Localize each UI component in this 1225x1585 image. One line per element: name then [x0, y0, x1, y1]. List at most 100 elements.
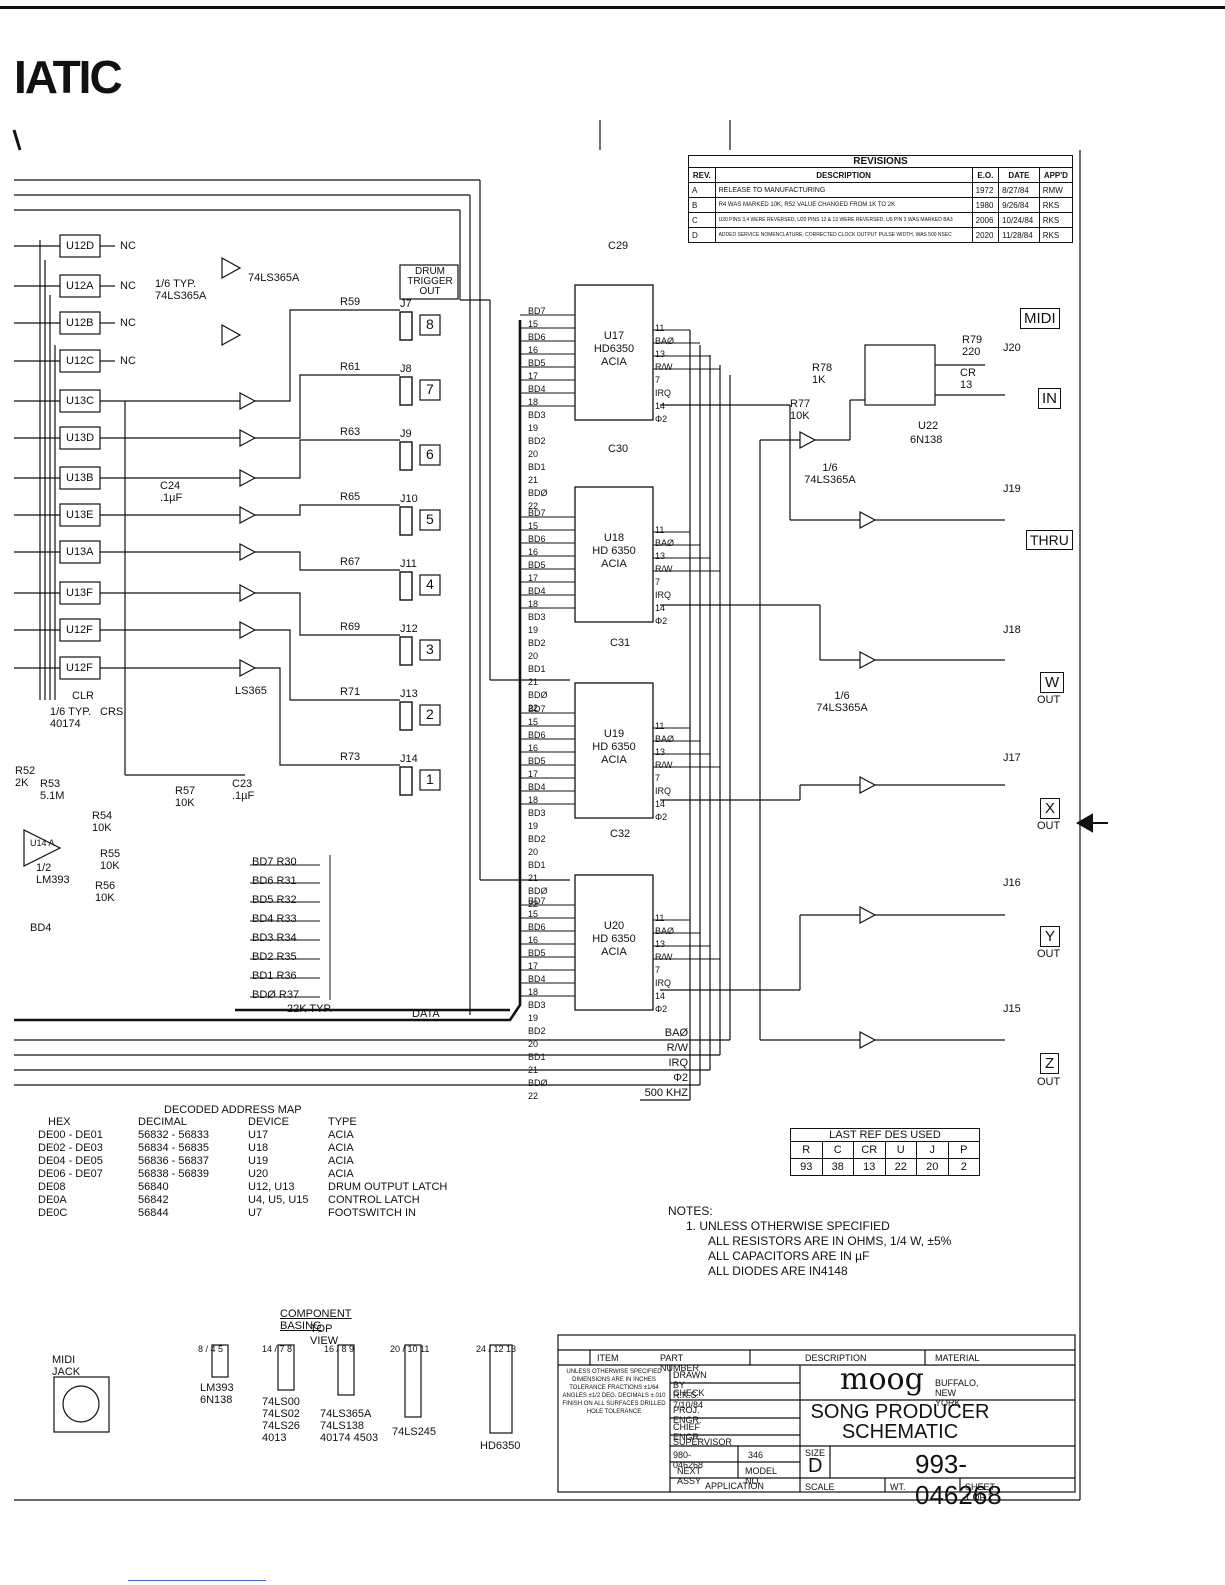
tb-application: APPLICATION	[705, 1481, 764, 1491]
midi-in-sub: IN	[1038, 388, 1061, 409]
resistor-label: R61	[340, 361, 361, 373]
pin-label: BD5 17	[528, 358, 546, 381]
jack-ref: J9	[400, 428, 412, 440]
opto-part: 6N138	[910, 434, 943, 446]
gate-label: U13A	[66, 546, 94, 558]
table-row: A RELEASE TO MANUFACTURING 1972 8/27/84 …	[688, 182, 1074, 198]
pin-label: BD1 21	[528, 860, 546, 883]
tb-model-no: MODEL NO.	[745, 1466, 777, 1486]
gate-nc: NC	[120, 280, 136, 292]
resistor-label: R71	[340, 686, 361, 698]
tb-location: BUFFALO, NEW YORK	[935, 1378, 979, 1408]
bus-resistor: BD1 R36	[252, 970, 297, 982]
pin-label: 11 BAØ	[655, 913, 675, 936]
arrow-icon	[1075, 813, 1108, 833]
ref-value: 2	[947, 1158, 980, 1176]
table-cell: 56840	[138, 1181, 169, 1193]
midi-in-box: MIDI	[1020, 308, 1060, 329]
jack-number: 1	[426, 771, 434, 787]
jack-number: 3	[426, 641, 434, 657]
date-cell: 8/27/84	[998, 182, 1040, 198]
u21-label: 1/6 74LS365A	[816, 690, 868, 714]
date-cell: 9/26/84	[998, 197, 1040, 213]
data-bus-note: 22K TYP.	[287, 1003, 333, 1015]
basing-pins: 14 / 7 8	[262, 1344, 293, 1354]
basing-title: COMPONENT BASING	[280, 1308, 352, 1332]
r77-label: R77 10K	[790, 398, 811, 422]
r57-label: R57 10K	[175, 785, 196, 809]
tb-item: ITEM	[597, 1353, 619, 1363]
table-cell: U12, U13	[248, 1181, 295, 1193]
pin-label: BD2 20	[528, 638, 546, 661]
acia-part: HD 6350	[592, 933, 636, 945]
basing-parts: 74LS365A 74LS138 40174 4503	[320, 1408, 379, 1444]
pin-label: 13 R/W	[655, 349, 673, 372]
revisions-title: REVISIONS	[688, 155, 1073, 167]
table-row: C U20 PINS 3,4 WERE REVERSED, U20 PINS 1…	[688, 212, 1074, 228]
ref-header: R	[790, 1141, 823, 1159]
table-cell: U17	[248, 1129, 269, 1141]
jack-ref: J16	[1003, 877, 1021, 889]
jack-number: 2	[426, 706, 434, 722]
jack-ref: J7	[400, 298, 412, 310]
pin-label: BDØ 22	[528, 886, 548, 909]
acia-type: ACIA	[601, 356, 627, 368]
gate-nc: NC	[120, 240, 136, 252]
table-cell: CONTROL LATCH	[328, 1194, 420, 1206]
basing-pins: 20 / 10 11	[390, 1344, 430, 1354]
r78-label: R78 1K	[812, 362, 833, 386]
acia-cap: C29	[608, 240, 629, 252]
acia-type: ACIA	[601, 946, 627, 958]
pin-label: BD6 16	[528, 922, 546, 945]
notes-title: NOTES:	[668, 1204, 713, 1218]
table-row: D ADDED SERVICE NOMENCLATURE, CORRECTED …	[688, 227, 1074, 243]
revisions-block: REVISIONS REV. DESCRIPTION E.O. DATE APP…	[688, 155, 1074, 243]
acia-type: ACIA	[601, 558, 627, 570]
acia-ref: U20	[603, 920, 625, 932]
pin-label: BD3 19	[528, 808, 546, 831]
tb-size-label: SIZE	[805, 1448, 826, 1458]
tb-title-line: SCHEMATIC	[841, 1421, 959, 1443]
moog-logo: moog	[840, 1362, 924, 1397]
note-line: ALL DIODES ARE IN4148	[708, 1264, 848, 1278]
page-title: IATIC	[14, 51, 123, 103]
table-cell: 56836 - 56837	[138, 1155, 209, 1167]
ref-value: 38	[821, 1158, 854, 1176]
u14-label: 1/2 LM393	[36, 862, 70, 886]
desc-cell: R4 WAS MARKED 10K, R52 VALUE CHANGED FRO…	[714, 197, 973, 213]
jack-ref: J18	[1003, 624, 1021, 636]
jack-number: 5	[426, 511, 434, 527]
pin-label: 13 R/W	[655, 747, 673, 770]
revisions-table: REV. DESCRIPTION E.O. DATE APP'D A RELEA…	[688, 167, 1074, 243]
ref-header: J	[916, 1141, 949, 1159]
out-w-box: W	[1040, 672, 1065, 693]
eo-cell: 1980	[971, 197, 1000, 213]
rev-cell: A	[688, 182, 716, 198]
pin-label: BD5 17	[528, 560, 546, 583]
out-label: OUT	[1037, 948, 1061, 960]
pin-label: BD5 17	[528, 756, 546, 779]
u21-label: 1/6 74LS365A	[804, 462, 856, 486]
tb-sheet: SHEET 1 OF 1	[965, 1482, 995, 1502]
pin-label: 11 BAØ	[655, 525, 675, 548]
desc-cell: RELEASE TO MANUFACTURING	[714, 182, 973, 198]
resistor-label: R69	[340, 621, 361, 633]
desc-cell: U20 PINS 3,4 WERE REVERSED, U20 PINS 12 …	[714, 212, 973, 228]
jack-ref: J19	[1003, 483, 1021, 495]
pin-label: BD7 15	[528, 508, 546, 531]
app-cell: RKS	[1038, 197, 1074, 213]
bus-resistor: BD2 R35	[252, 951, 297, 963]
notes-block: NOTES: 1. UNLESS OTHERWISE SPECIFIED ALL…	[668, 1204, 951, 1279]
pin-label: 7 IRQ	[655, 375, 672, 398]
tb-check: CHECK	[673, 1388, 705, 1398]
jack-ref: J17	[1003, 752, 1021, 764]
table-cell: 56832 - 56833	[138, 1129, 209, 1141]
cr-label: CR 13	[960, 367, 976, 391]
u16-label: 1/6 TYP. 74LS365A	[155, 278, 207, 302]
bus-resistor: BD6 R31	[252, 875, 297, 887]
tb-supervisor: SUPERVISOR	[673, 1437, 732, 1447]
jack-ref: J11	[400, 558, 417, 570]
tb-size: D	[808, 1455, 823, 1477]
bus-resistor: BD7 R30	[252, 856, 297, 868]
pin-label: BD3 19	[528, 1000, 546, 1023]
